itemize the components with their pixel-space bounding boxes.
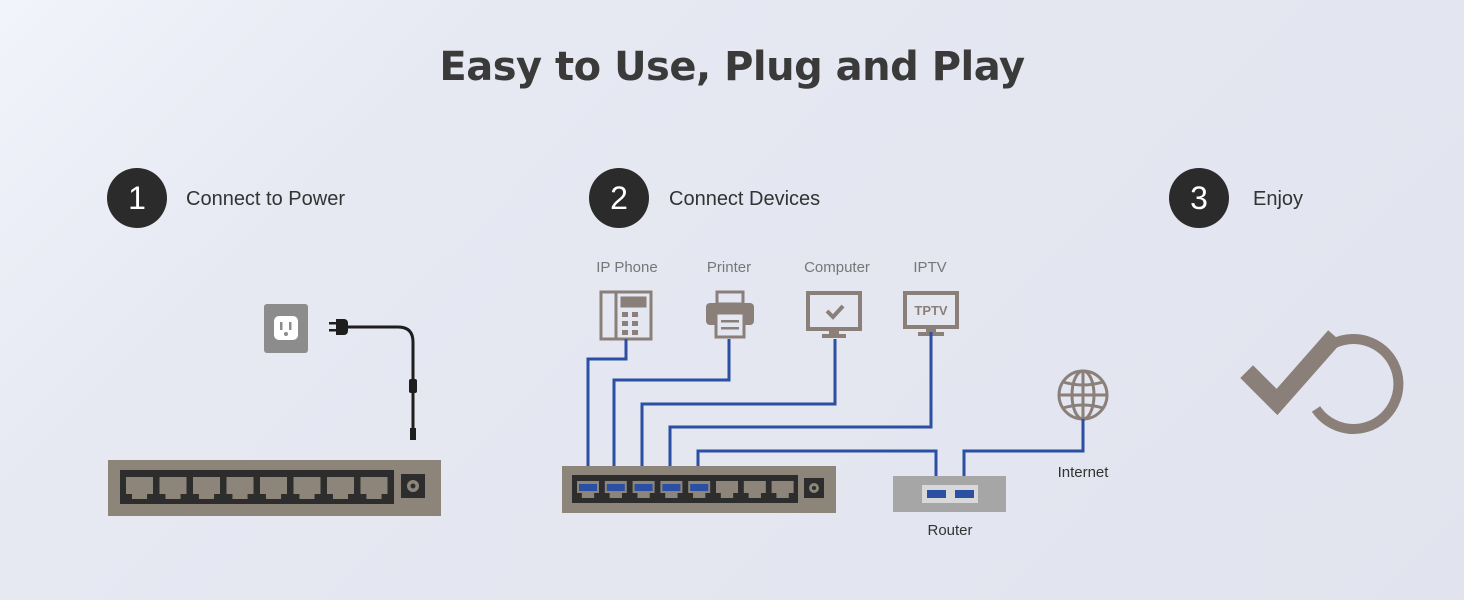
network-switch-power <box>108 460 441 516</box>
internet-label: Internet <box>1057 464 1109 481</box>
page-title: Easy to Use, Plug and Play <box>439 44 1025 90</box>
router-icon <box>893 476 1006 512</box>
ethernet-port <box>226 477 254 499</box>
ethernet-port <box>260 477 287 499</box>
device-label-iptv: IPTV <box>913 259 947 276</box>
ethernet-port <box>293 477 321 499</box>
ethernet-plug <box>579 484 597 491</box>
printer-icon <box>706 290 754 339</box>
ethernet-plug <box>606 484 625 491</box>
step-3-number: 3 <box>1169 168 1229 228</box>
ethernet-port <box>327 477 354 499</box>
step-1-label: Connect to Power <box>186 188 345 210</box>
step-3-label: Enjoy <box>1253 188 1304 210</box>
ethernet-port <box>743 481 766 498</box>
step-1-number: 1 <box>107 168 167 228</box>
ethernet-port <box>771 481 794 498</box>
power-outlet-icon <box>264 304 308 353</box>
ethernet-plug <box>662 484 681 491</box>
device-label-computer: Computer <box>804 259 870 276</box>
step-2-number: 2 <box>589 168 649 228</box>
power-plug-icon <box>329 319 417 440</box>
device-label-ip-phone: IP Phone <box>596 259 658 276</box>
ethernet-plug <box>634 484 653 491</box>
iptv-icon: TPTV <box>903 291 959 336</box>
iptv-screen-text: TPTV <box>914 303 948 318</box>
ethernet-plug <box>690 484 709 491</box>
computer-icon <box>806 291 862 338</box>
device-label-printer: Printer <box>706 259 752 276</box>
globe-icon <box>1057 369 1109 421</box>
ethernet-port <box>360 477 388 499</box>
check-circle-icon <box>1240 330 1404 434</box>
ethernet-port <box>159 477 187 499</box>
ethernet-port <box>715 481 738 498</box>
ethernet-port <box>126 477 153 499</box>
ip-phone-icon <box>599 290 653 341</box>
router-label: Router <box>927 522 973 539</box>
step-2-label: Connect Devices <box>669 188 821 210</box>
ethernet-port <box>193 477 220 499</box>
network-switch-devices <box>562 466 836 513</box>
